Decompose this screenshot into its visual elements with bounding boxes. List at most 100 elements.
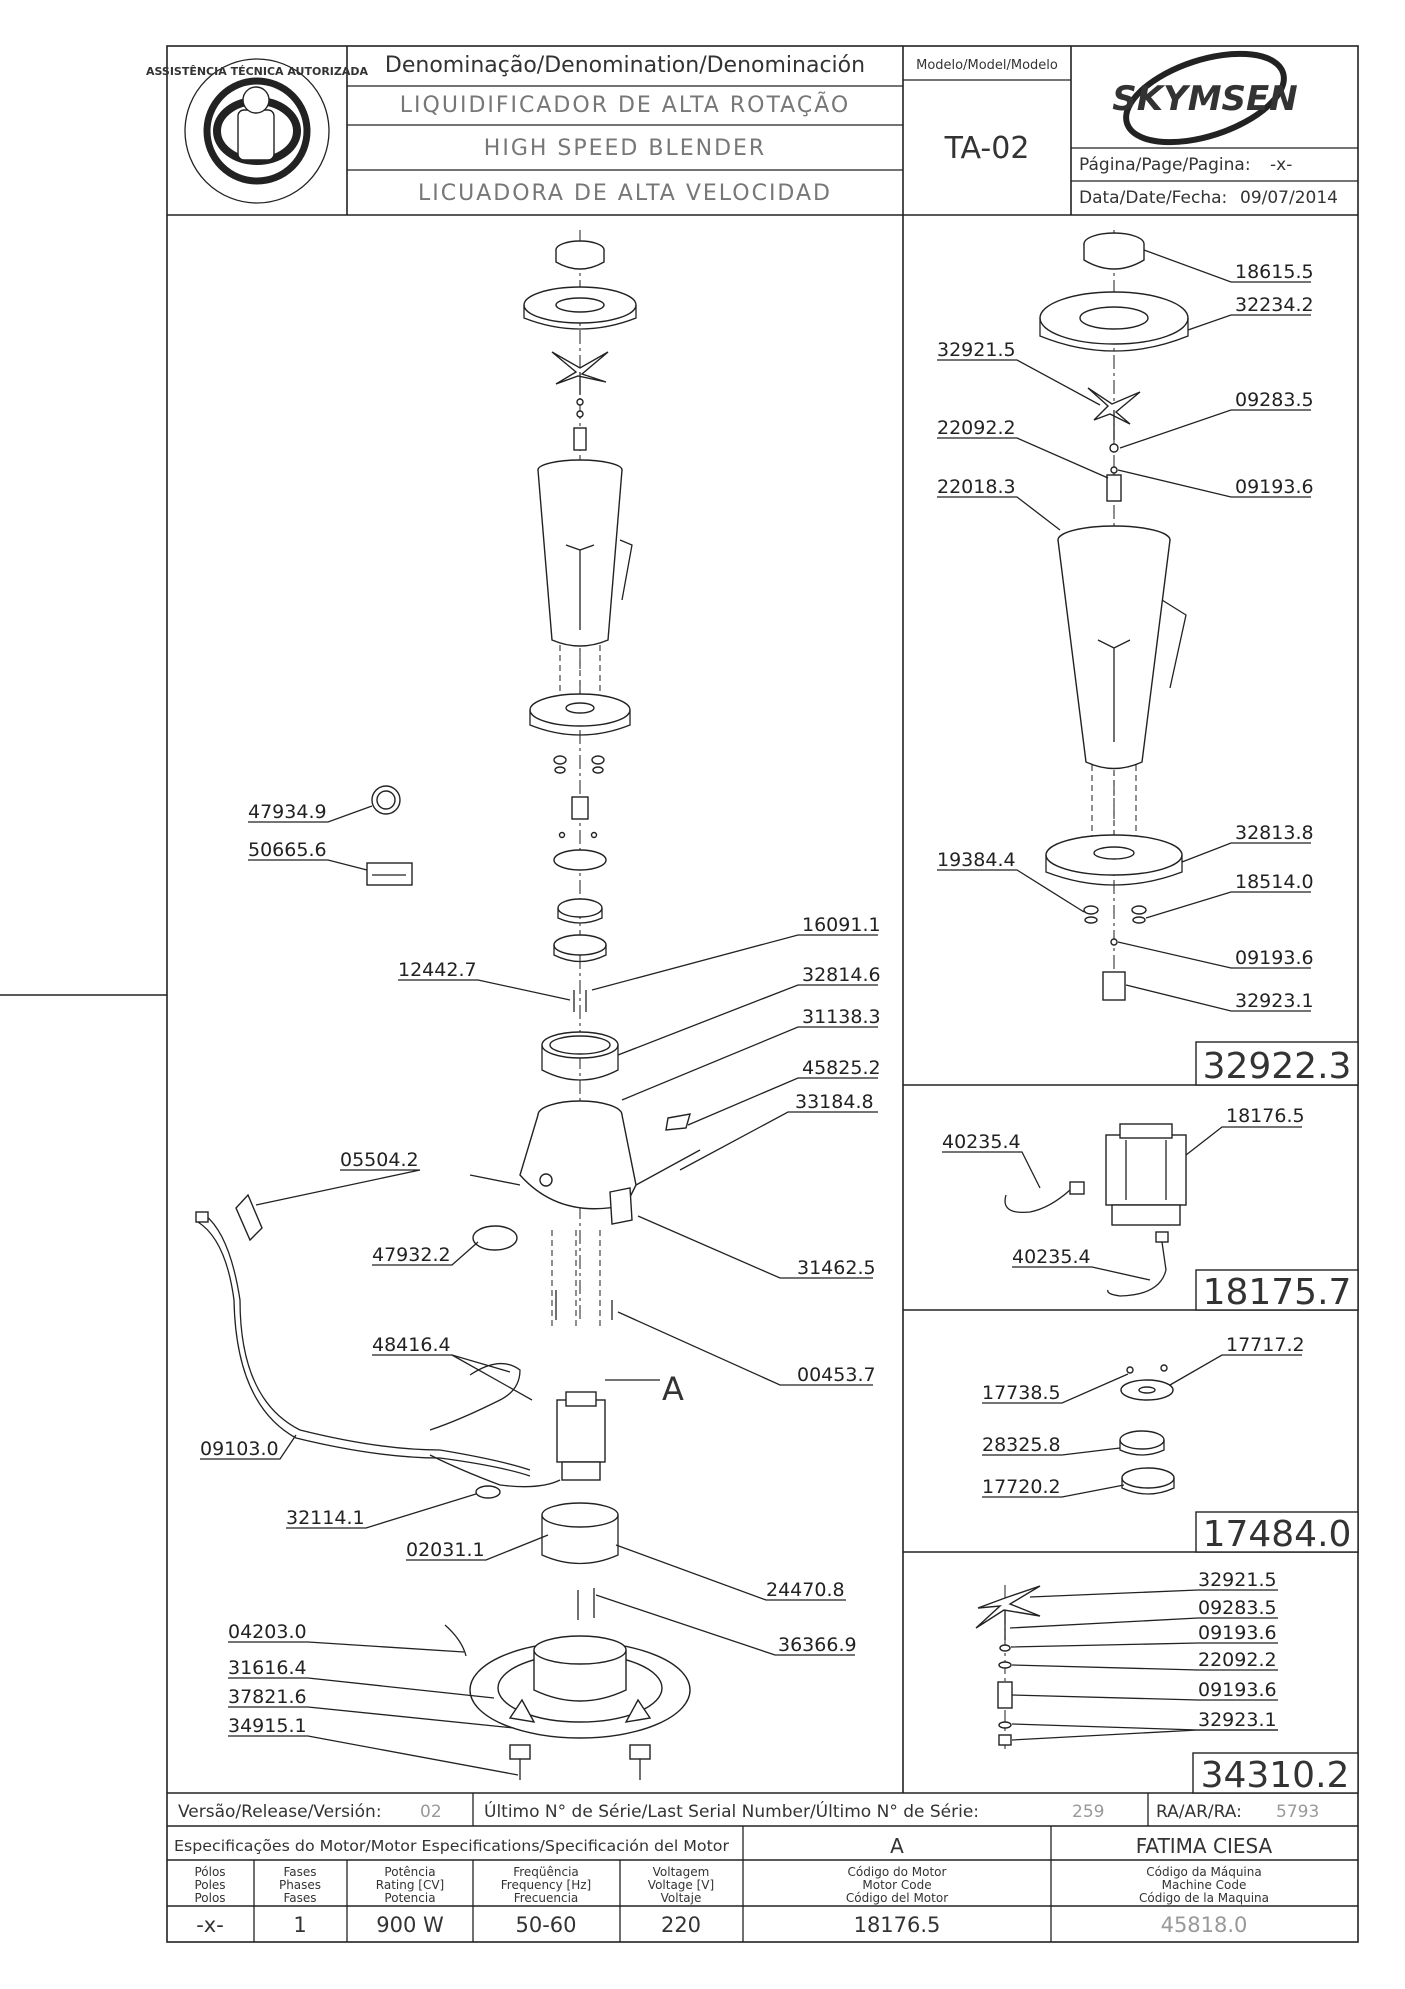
spec-header-4-l3: Frecuencia <box>514 1891 579 1905</box>
label-32813-8: 32813.8 <box>1235 822 1314 844</box>
spec-value-7: 45818.0 <box>1161 1913 1248 1937</box>
label-02031-1: 02031.1 <box>406 1539 485 1561</box>
blade-assembly-view: 34310.2 <box>975 1585 1359 1796</box>
spec-header-1-l1: Pólos <box>194 1865 225 1879</box>
label-09193-6-blade-a: 09193.6 <box>1198 1622 1277 1644</box>
main-part-labels: 47934.9 50665.6 16091.1 12442.7 32814.6 … <box>200 801 881 1737</box>
page-value: -x- <box>1270 155 1292 175</box>
model-title: Modelo/Model/Modelo <box>916 58 1058 73</box>
spec-header-2-l2: Phases <box>279 1878 321 1892</box>
label-18615-5: 18615.5 <box>1235 261 1314 283</box>
label-37821-6: 37821.6 <box>228 1686 307 1708</box>
label-34915-1: 34915.1 <box>228 1715 307 1737</box>
spec-header-3-l1: Potência <box>384 1865 435 1879</box>
drawing-frame <box>0 45 1359 1943</box>
label-32923-1: 32923.1 <box>1235 990 1314 1012</box>
label-17720-2: 17720.2 <box>982 1476 1061 1498</box>
brand-logo: SKYMSEN <box>1112 50 1298 146</box>
label-00453-7: 00453.7 <box>797 1364 876 1386</box>
spec-header-6-l2: Motor Code <box>862 1878 931 1892</box>
date-label: Data/Date/Fecha: <box>1079 188 1227 208</box>
spec-value-2: 1 <box>293 1913 306 1937</box>
serial-value: 259 <box>1072 1802 1104 1822</box>
spec-header-5-l1: Voltagem <box>653 1865 710 1879</box>
model-value: TA-02 <box>944 131 1030 166</box>
spec-header-1-l3: Polos <box>194 1891 225 1905</box>
motor-spec-columns: PólosPolesPolos-x-FasesPhasesFases1Potên… <box>194 1865 1269 1937</box>
author-name: FATIMA CIESA <box>1136 1834 1273 1858</box>
spec-value-5: 220 <box>661 1913 701 1937</box>
serial-label: Último N° de Série/Last Serial Number/Úl… <box>484 1800 979 1822</box>
label-18176-5: 18176.5 <box>1226 1105 1305 1127</box>
spec-header-7-l1: Código da Máquina <box>1146 1865 1261 1879</box>
blade-assembly-code: 34310.2 <box>1201 1755 1350 1796</box>
motor-spec-label: Especificações do Motor/Motor Especifica… <box>174 1837 730 1855</box>
spec-header-5-l3: Voltaje <box>661 1891 702 1905</box>
spec-value-3: 900 W <box>376 1913 444 1937</box>
label-32234-2: 32234.2 <box>1235 294 1314 316</box>
date-value: 09/07/2014 <box>1240 188 1338 208</box>
label-05504-2: 05504.2 <box>340 1149 419 1171</box>
spec-header-4-l1: Freqüência <box>513 1865 579 1879</box>
label-47932-2: 47932.2 <box>372 1244 451 1266</box>
label-18514-0: 18514.0 <box>1235 871 1314 893</box>
label-32814-6: 32814.6 <box>802 964 881 986</box>
jar-assembly-view: 32922.3 <box>937 230 1359 1087</box>
callout-a: A <box>662 1370 684 1408</box>
spec-header-2-l1: Fases <box>283 1865 316 1879</box>
motor-assembly-labels: 18176.5 40235.4 40235.4 <box>942 1105 1305 1268</box>
product-name-pt: LIQUIDIFICADOR DE ALTA ROTAÇÃO <box>400 91 850 118</box>
label-31462-5: 31462.5 <box>797 1257 876 1279</box>
spec-header-7-l3: Código de la Maquina <box>1139 1891 1269 1905</box>
spec-header-5-l2: Voltage [V] <box>648 1878 714 1892</box>
spec-value-1: -x- <box>196 1913 224 1937</box>
label-40235-4-b: 40235.4 <box>1012 1246 1091 1268</box>
spec-header-2-l3: Fases <box>283 1891 316 1905</box>
label-22092-2: 22092.2 <box>937 417 1016 439</box>
svg-text:ASSISTÊNCIA TÉCNICA AUTORIZADA: ASSISTÊNCIA TÉCNICA AUTORIZADA <box>146 65 369 78</box>
product-name-es: LICUADORA DE ALTA VELOCIDAD <box>418 181 832 206</box>
spec-header-3-l3: Potencia <box>384 1891 435 1905</box>
version-label: Versão/Release/Versión: <box>178 1802 382 1822</box>
label-47934-9: 47934.9 <box>248 801 327 823</box>
authorized-seal: ASSISTÊNCIA TÉCNICA AUTORIZADA <box>146 58 369 204</box>
label-28325-8: 28325.8 <box>982 1434 1061 1456</box>
label-09283-5-blade: 09283.5 <box>1198 1597 1277 1619</box>
spec-value-6: 18176.5 <box>854 1913 941 1937</box>
revision-value: A <box>890 1834 904 1858</box>
label-31616-4: 31616.4 <box>228 1657 307 1679</box>
label-04203-0: 04203.0 <box>228 1621 307 1643</box>
ra-value: 5793 <box>1276 1802 1319 1822</box>
label-32921-5-blade: 32921.5 <box>1198 1569 1277 1591</box>
label-50665-6: 50665.6 <box>248 839 327 861</box>
label-19384-4: 19384.4 <box>937 849 1016 871</box>
label-17717-2: 17717.2 <box>1226 1334 1305 1356</box>
label-32923-1-blade: 32923.1 <box>1198 1709 1277 1731</box>
label-09193-6-blade-b: 09193.6 <box>1198 1679 1277 1701</box>
label-32921-5: 32921.5 <box>937 339 1016 361</box>
blade-assembly-labels: 32921.5 09283.5 09193.6 22092.2 09193.6 … <box>1198 1569 1277 1731</box>
label-33184-8: 33184.8 <box>795 1091 874 1113</box>
jar-assembly-code: 32922.3 <box>1203 1046 1352 1087</box>
spec-header-4-l2: Frequency [Hz] <box>501 1878 592 1892</box>
page-label: Página/Page/Pagina: <box>1079 155 1251 175</box>
coupling-assembly-labels: 17717.2 17738.5 28325.8 17720.2 <box>982 1334 1305 1498</box>
label-36366-9: 36366.9 <box>778 1634 857 1656</box>
label-09283-5: 09283.5 <box>1235 389 1314 411</box>
label-09193-6-b: 09193.6 <box>1235 947 1314 969</box>
spec-header-6-l3: Código del Motor <box>846 1891 948 1905</box>
label-45825-2: 45825.2 <box>802 1057 881 1079</box>
label-32114-1: 32114.1 <box>286 1507 365 1529</box>
label-24470-8: 24470.8 <box>766 1579 845 1601</box>
jar-assembly-labels: 18615.5 32234.2 32921.5 09283.5 22092.2 … <box>937 261 1314 1012</box>
label-22018-3: 22018.3 <box>937 476 1016 498</box>
main-exploded-view: A <box>195 230 701 1780</box>
version-value: 02 <box>420 1802 442 1822</box>
spec-value-4: 50-60 <box>515 1913 576 1937</box>
product-name-en: HIGH SPEED BLENDER <box>484 136 766 161</box>
coupling-assembly-view: 17484.0 <box>982 1354 1359 1555</box>
coupling-assembly-code: 17484.0 <box>1203 1514 1352 1555</box>
label-09193-6-a: 09193.6 <box>1235 476 1314 498</box>
ra-label: RA/AR/RA: <box>1156 1802 1242 1822</box>
